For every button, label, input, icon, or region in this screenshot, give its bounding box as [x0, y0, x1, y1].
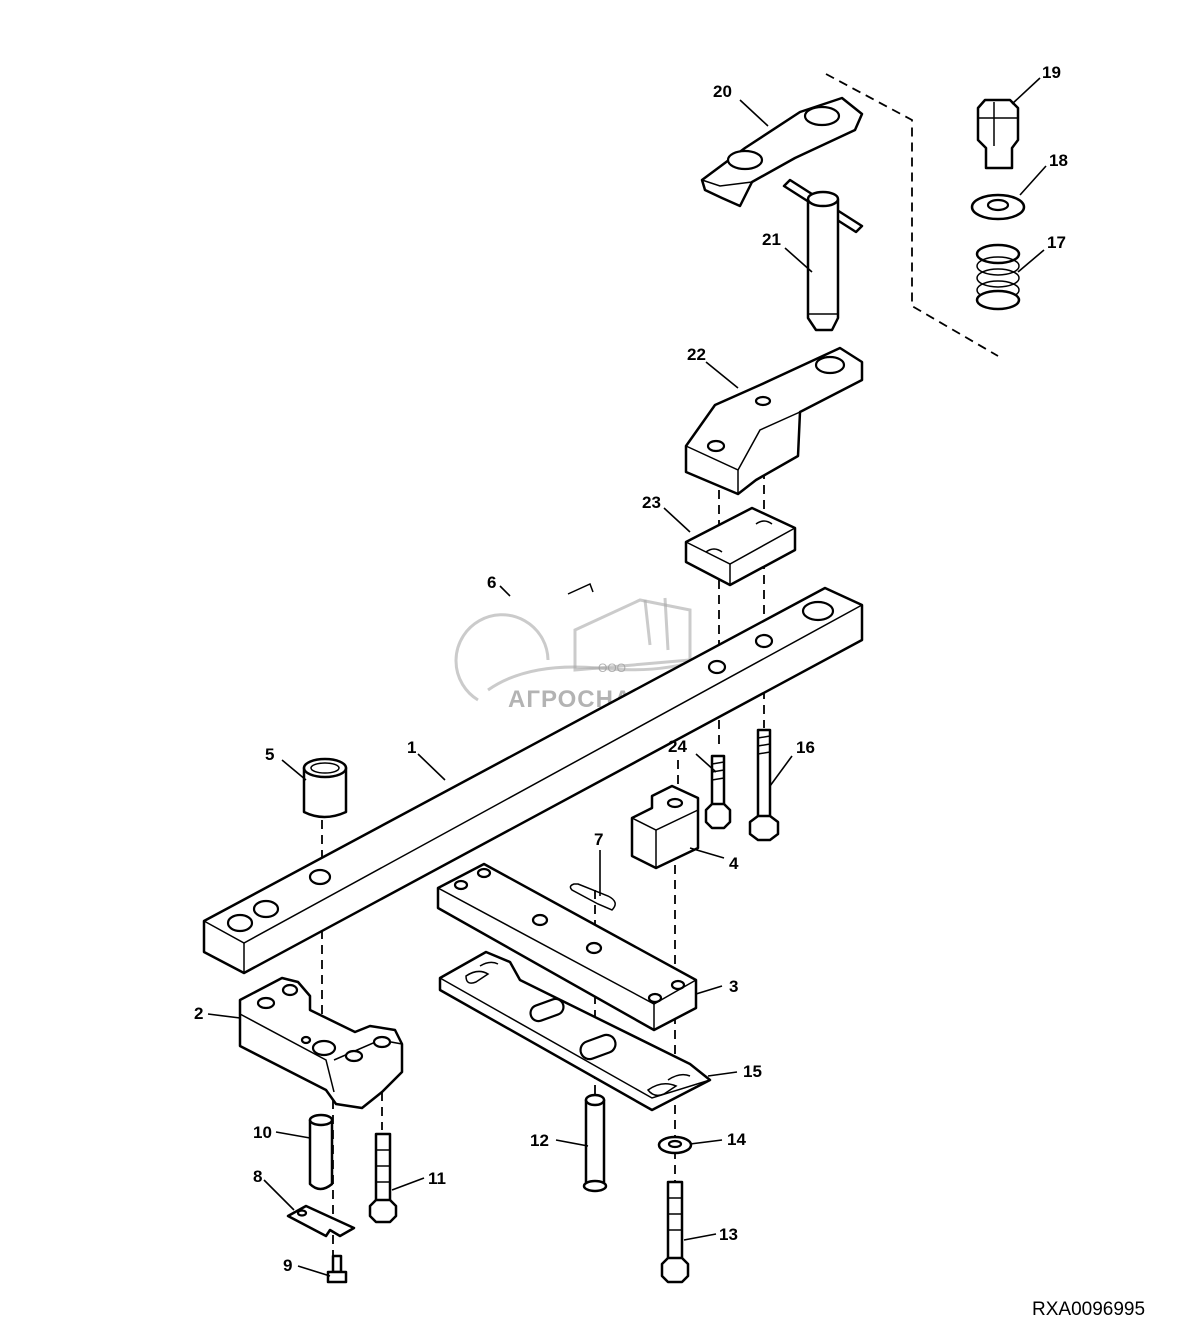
callout-19: 19: [1042, 63, 1061, 82]
callout-6: 6: [487, 573, 496, 592]
callout-23: 23: [642, 493, 661, 512]
callout-15: 15: [743, 1062, 762, 1081]
callout-8: 8: [253, 1167, 262, 1186]
callout-14: 14: [727, 1130, 746, 1149]
part-24-bolt: [704, 754, 732, 830]
callout-4: 4: [729, 854, 739, 873]
part-14-washer: [657, 1135, 693, 1155]
callout-labels: 1 2 3 4 5 6 7 8 9 10 11 12 13 14 15 16 1…: [194, 63, 1068, 1275]
callout-18: 18: [1049, 151, 1068, 170]
part-9-small-bolt: [326, 1254, 348, 1284]
callout-13: 13: [719, 1225, 738, 1244]
part-15-slotted-plate: [438, 950, 712, 1112]
part-18-washer: [970, 193, 1026, 221]
figure-id: RXA0096995: [1032, 1299, 1145, 1320]
leader-lines: [207, 77, 1047, 1277]
part-5-bushing: [302, 757, 348, 819]
part-11-bolt: [368, 1132, 398, 1224]
part-2-mount-bracket: [238, 976, 404, 1110]
callout-12: 12: [530, 1131, 549, 1150]
part-3-plate: [436, 862, 698, 1032]
part-22-bracket: [684, 346, 864, 496]
part-6-hook: [567, 582, 594, 595]
part-10-pin: [308, 1113, 334, 1191]
callout-9: 9: [283, 1256, 292, 1275]
part-7-clip: [569, 883, 616, 911]
part-16-long-bolt: [748, 728, 780, 842]
part-19-plug: [976, 98, 1020, 170]
part-12-pin: [582, 1093, 608, 1193]
callout-11: 11: [428, 1169, 446, 1188]
callout-2: 2: [194, 1004, 203, 1023]
part-4-stop-block: [630, 784, 700, 870]
callout-22: 22: [687, 345, 706, 364]
part-8-lock-plate: [286, 1204, 356, 1238]
part-23-spacer: [684, 506, 797, 587]
callout-1: 1: [407, 738, 416, 757]
callout-5: 5: [265, 745, 274, 764]
part-20-clamp-plate: [700, 96, 864, 208]
callout-16: 16: [796, 738, 815, 757]
part-1-main-bar: [202, 586, 864, 975]
callout-10: 10: [253, 1123, 272, 1142]
callout-24: 24: [668, 737, 687, 756]
callout-17: 17: [1047, 233, 1066, 252]
part-13-bolt: [660, 1180, 690, 1284]
callout-20: 20: [713, 82, 732, 101]
callout-7: 7: [594, 830, 603, 849]
callout-3: 3: [729, 977, 738, 996]
watermark-prefix: ООО: [598, 661, 626, 675]
callout-21: 21: [762, 230, 781, 249]
part-21-t-pin: [782, 178, 864, 332]
part-17-spring: [975, 243, 1021, 311]
